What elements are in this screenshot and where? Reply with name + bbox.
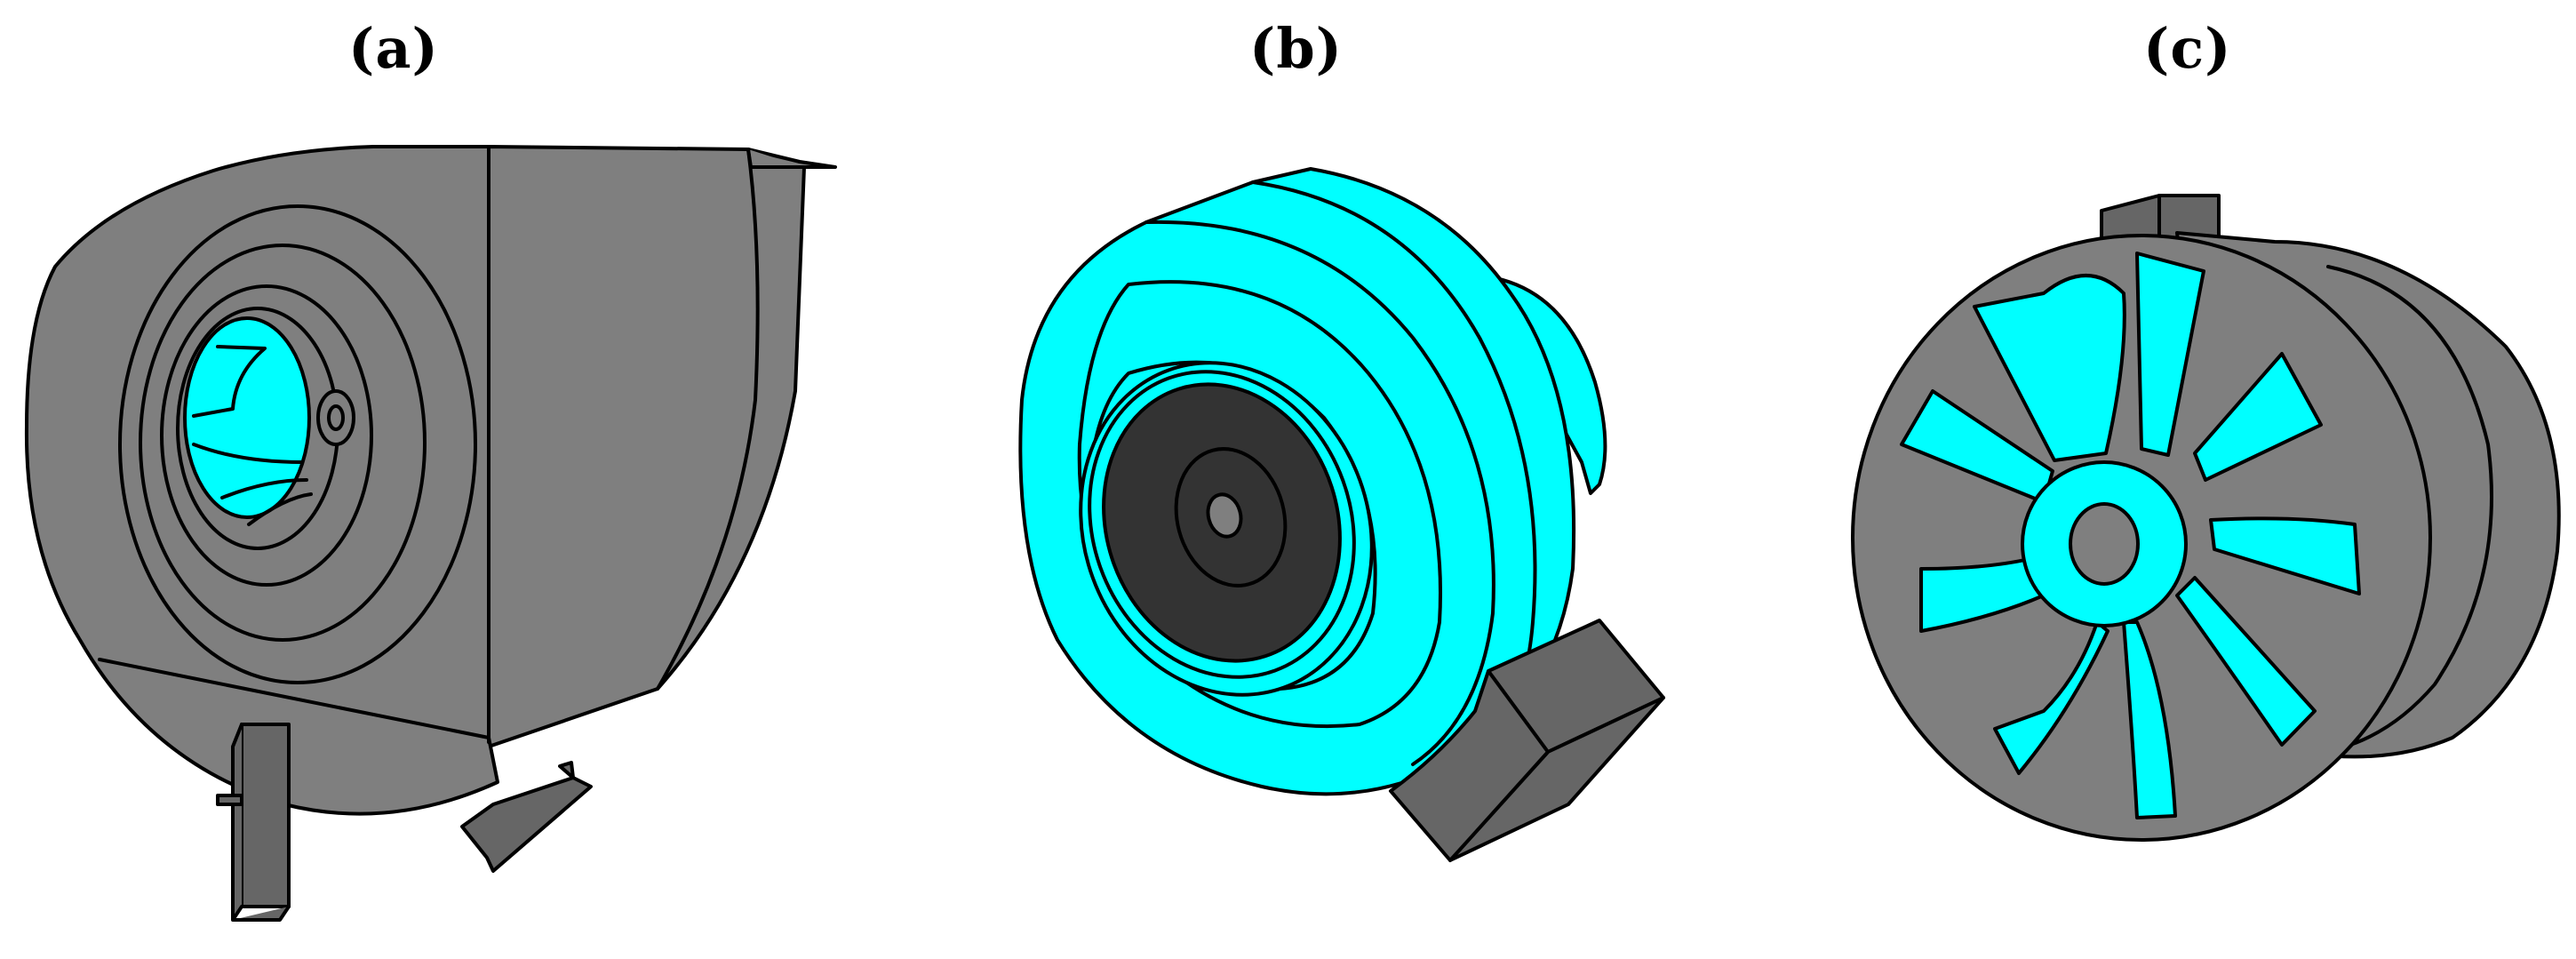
impeller-cyan bbox=[183, 316, 311, 519]
support-leg-left bbox=[240, 723, 291, 908]
fan-blade bbox=[2209, 516, 2361, 595]
fan-blade bbox=[2193, 352, 2323, 482]
fan-blade bbox=[1993, 620, 2109, 775]
panel-label-c: (c) bbox=[2143, 16, 2232, 81]
panel-label-a: (a) bbox=[348, 16, 439, 81]
fan-blade bbox=[2135, 252, 2205, 457]
housing-side-face bbox=[487, 145, 837, 748]
axial-fan-illustration bbox=[1851, 194, 2561, 842]
panel-label-b: (b) bbox=[1249, 16, 1344, 81]
fan-blade bbox=[1973, 274, 2126, 462]
support-leg-right bbox=[460, 776, 593, 873]
centrifugal-fan-illustration bbox=[24, 145, 837, 922]
fan-blade bbox=[2175, 576, 2317, 747]
fan-blades bbox=[1900, 252, 2361, 819]
inline-fan-illustration bbox=[1018, 167, 1665, 862]
hub-center-hole bbox=[2069, 502, 2140, 586]
fan-blade bbox=[2122, 620, 2177, 819]
